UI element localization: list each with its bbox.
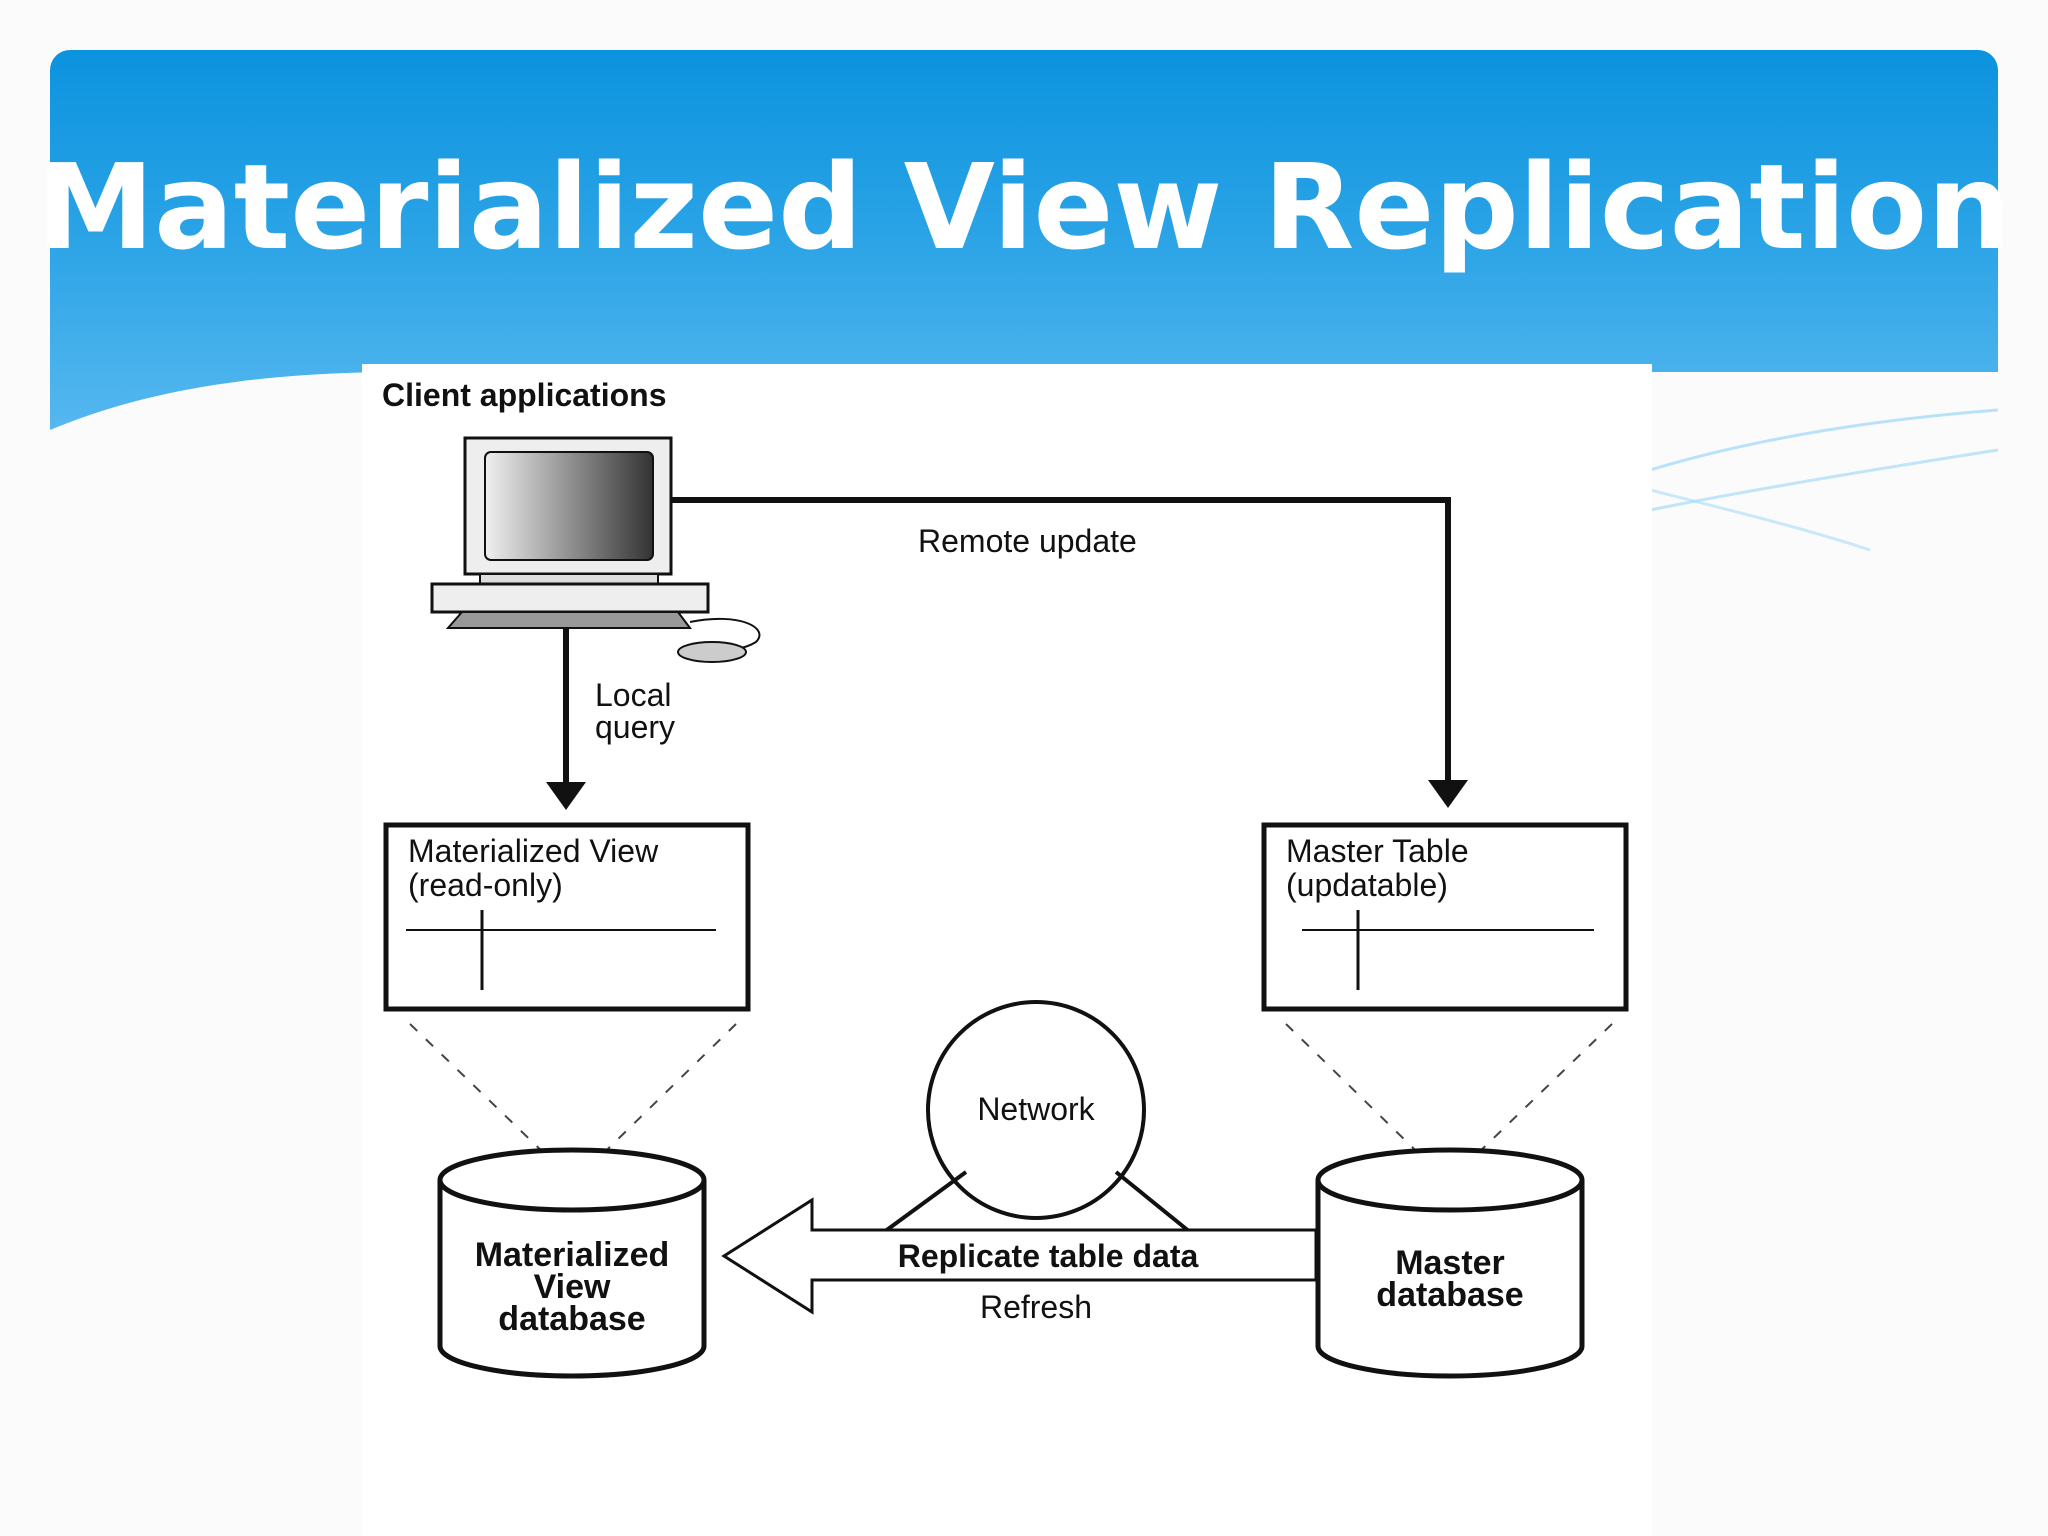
remote-update-arrow-line <box>672 497 1451 782</box>
materialized-view-box-line2: (read-only) <box>408 867 563 903</box>
master-table-box-line2: (updatable) <box>1286 867 1448 903</box>
mv-database-label-line2: View <box>534 1268 611 1306</box>
client-applications-label: Client applications <box>382 377 666 413</box>
master-database-icon <box>1315 1147 1585 1379</box>
master-database-label-line2: database <box>1376 1276 1523 1314</box>
local-query-arrowhead <box>546 782 586 810</box>
master-table-box-line1: Master Table <box>1286 833 1469 869</box>
master-table-box <box>1261 822 1629 1012</box>
network-link-left <box>882 1170 968 1234</box>
remote-update-label: Remote update <box>918 523 1137 559</box>
projection-lines <box>409 1023 1613 1183</box>
slide-title: Materialized View Replication <box>36 138 2012 276</box>
mouse-icon <box>677 617 761 663</box>
replicate-arrow <box>721 1197 1318 1315</box>
replicate-table-data-label: Replicate table data <box>898 1238 1199 1274</box>
mv-database-label-line1: Materialized <box>475 1236 670 1274</box>
materialized-view-database-icon <box>437 1147 707 1379</box>
network-link-right <box>1114 1170 1192 1234</box>
master-database-label-line1: Master <box>1395 1244 1505 1282</box>
network-label: Network <box>977 1091 1095 1127</box>
local-query-label-line1: Local <box>595 677 672 713</box>
materialized-view-box-line1: Materialized View <box>408 833 659 869</box>
remote-update-arrowhead <box>1428 780 1468 808</box>
computer-icon <box>430 436 710 629</box>
refresh-label: Refresh <box>980 1289 1092 1325</box>
mv-database-label-line3: database <box>498 1300 645 1338</box>
network-node <box>926 1000 1146 1220</box>
local-query-label-line2: query <box>595 709 675 745</box>
materialized-view-box <box>383 822 751 1012</box>
